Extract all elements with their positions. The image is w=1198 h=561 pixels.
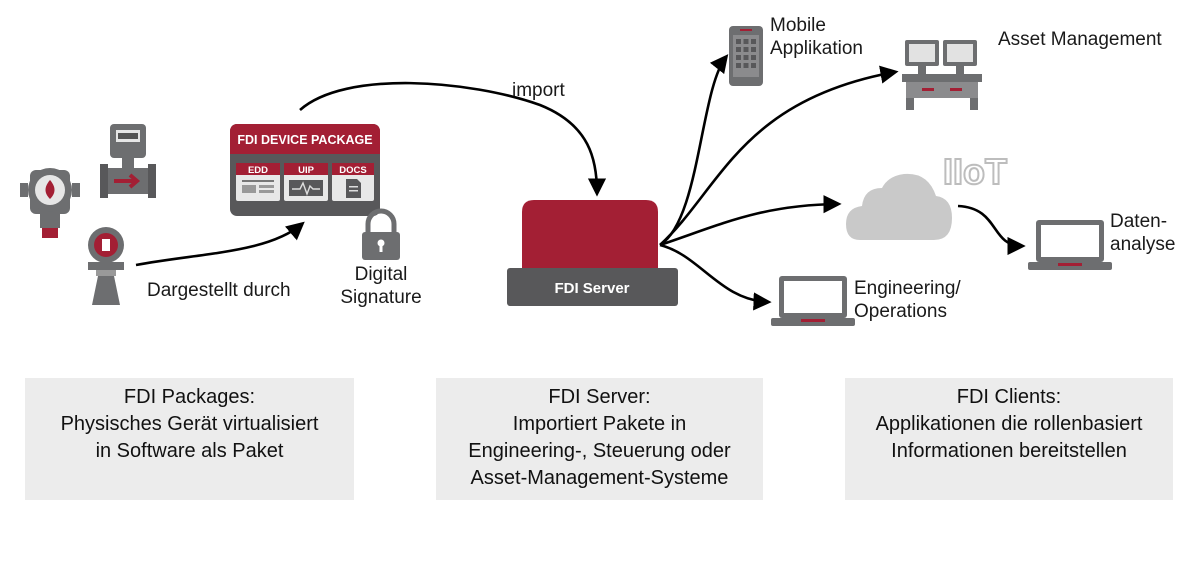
- dargestellt-arrow: [135, 221, 305, 267]
- fdi-device-package: [230, 124, 380, 216]
- package-title: FDI DEVICE PACKAGE: [237, 133, 372, 147]
- fdi-clients-title: FDI Clients:: [956, 386, 1062, 408]
- asset-management-workstation-icon: [902, 40, 982, 110]
- cloud-icon: [846, 173, 952, 240]
- fdi-packages-title: FDI Packages:: [123, 386, 256, 408]
- package-tab-uip: [284, 163, 328, 201]
- fdi-server-line-2: Importiert Pakete in: [512, 413, 687, 435]
- import-arrow: [299, 81, 607, 197]
- mobile-line-1: Mobile: [770, 15, 826, 36]
- asset-management-arrow: [659, 65, 899, 246]
- fdi-server-label: FDI Server: [554, 280, 629, 297]
- fdi-clients-line-2: Applikationen die rollenbasiert: [875, 413, 1143, 435]
- mobile-phone-icon: [729, 26, 763, 86]
- engineering-line-1: Engineering/: [854, 278, 961, 299]
- iiot-label: IIoT: [943, 151, 1007, 192]
- daten-line-1: Daten-: [1110, 211, 1168, 232]
- lock-icon: [362, 208, 400, 260]
- digital-signature-line-1: Digital: [354, 264, 408, 285]
- fdi-server-line-3: Engineering-, Steuerung oder: [468, 440, 731, 462]
- fdi-packages-line-3: in Software als Paket: [95, 440, 284, 462]
- fdi-packages-box: FDI Packages: Physisches Gerät virtualis…: [25, 378, 354, 500]
- engineering-line-2: Operations: [854, 301, 947, 322]
- flow-meter-icon: [100, 124, 156, 198]
- fdi-clients-box: FDI Clients: Applikationen die rollenbas…: [845, 378, 1173, 500]
- data-analysis-label: Daten- analyse: [1110, 210, 1176, 256]
- import-label: import: [512, 80, 565, 101]
- digital-signature-label: Digital Signature: [340, 263, 422, 309]
- package-tab-edd-label: EDD: [248, 165, 268, 176]
- fdi-server-box: FDI Server: Importiert Pakete in Enginee…: [436, 378, 763, 500]
- engineering-operations-label: Engineering/ Operations: [854, 277, 961, 323]
- mobile-arrow: [659, 54, 729, 247]
- iiot-arrow: [659, 195, 842, 247]
- fdi-clients-line-3: Informationen bereitstellen: [891, 440, 1127, 462]
- fdi-server-title: FDI Server:: [548, 386, 651, 408]
- dargestellt-label: Dargestellt durch: [147, 280, 291, 301]
- package-tab-docs: [332, 163, 374, 201]
- mobile-line-2: Applikation: [770, 38, 863, 59]
- data-analysis-arrow: [957, 204, 1026, 256]
- asset-management-label: Asset Management: [998, 29, 1162, 50]
- daten-line-2: analyse: [1110, 234, 1176, 255]
- connector-arrows: [135, 54, 1026, 311]
- fdi-packages-line-2: Physisches Gerät virtualisiert: [60, 413, 319, 435]
- data-analysis-laptop-icon: [1028, 220, 1112, 270]
- fdi-server-icon: [507, 200, 678, 306]
- package-tab-edd: [236, 163, 280, 201]
- engineering-arrow: [659, 243, 772, 311]
- package-tab-uip-label: UIP: [298, 165, 315, 176]
- pressure-transmitter-icon: [20, 168, 80, 238]
- engineering-laptop-icon: [771, 276, 855, 326]
- fdi-server-line-4: Asset-Management-Systeme: [470, 467, 729, 489]
- mobile-application-label: Mobile Applikation: [770, 14, 863, 60]
- digital-signature-line-2: Signature: [340, 287, 422, 308]
- package-tab-docs-label: DOCS: [339, 165, 366, 176]
- level-sensor-icon: [88, 227, 124, 305]
